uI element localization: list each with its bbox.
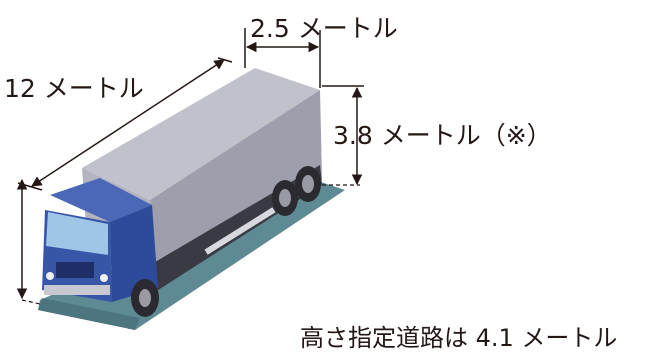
- width-label: 2.5 メートル: [250, 14, 398, 43]
- rear-wheel-2-hub: [302, 175, 314, 193]
- container-side: [150, 90, 322, 285]
- bumper: [44, 285, 110, 295]
- cab-side: [110, 205, 158, 302]
- front-wheel-hub: [139, 289, 151, 307]
- side-rail: [204, 207, 276, 255]
- windshield: [46, 212, 108, 255]
- height-designated-road-note: 高さ指定道路は 4.1 メートル: [300, 324, 618, 352]
- extension-line-front: [21, 299, 41, 305]
- length-label: 12 メートル: [4, 74, 144, 103]
- grille: [56, 262, 94, 278]
- length-dimension-arrow: [31, 59, 225, 187]
- cab-top: [50, 178, 152, 222]
- ground-shadow-edge: [38, 298, 140, 330]
- height-label: 3.8 メートル（※）: [333, 121, 552, 150]
- headlight-right: [100, 274, 108, 282]
- length-tick-top: [217, 57, 233, 63]
- headlight-left: [46, 272, 54, 280]
- rear-wheel-1-hub: [279, 189, 291, 207]
